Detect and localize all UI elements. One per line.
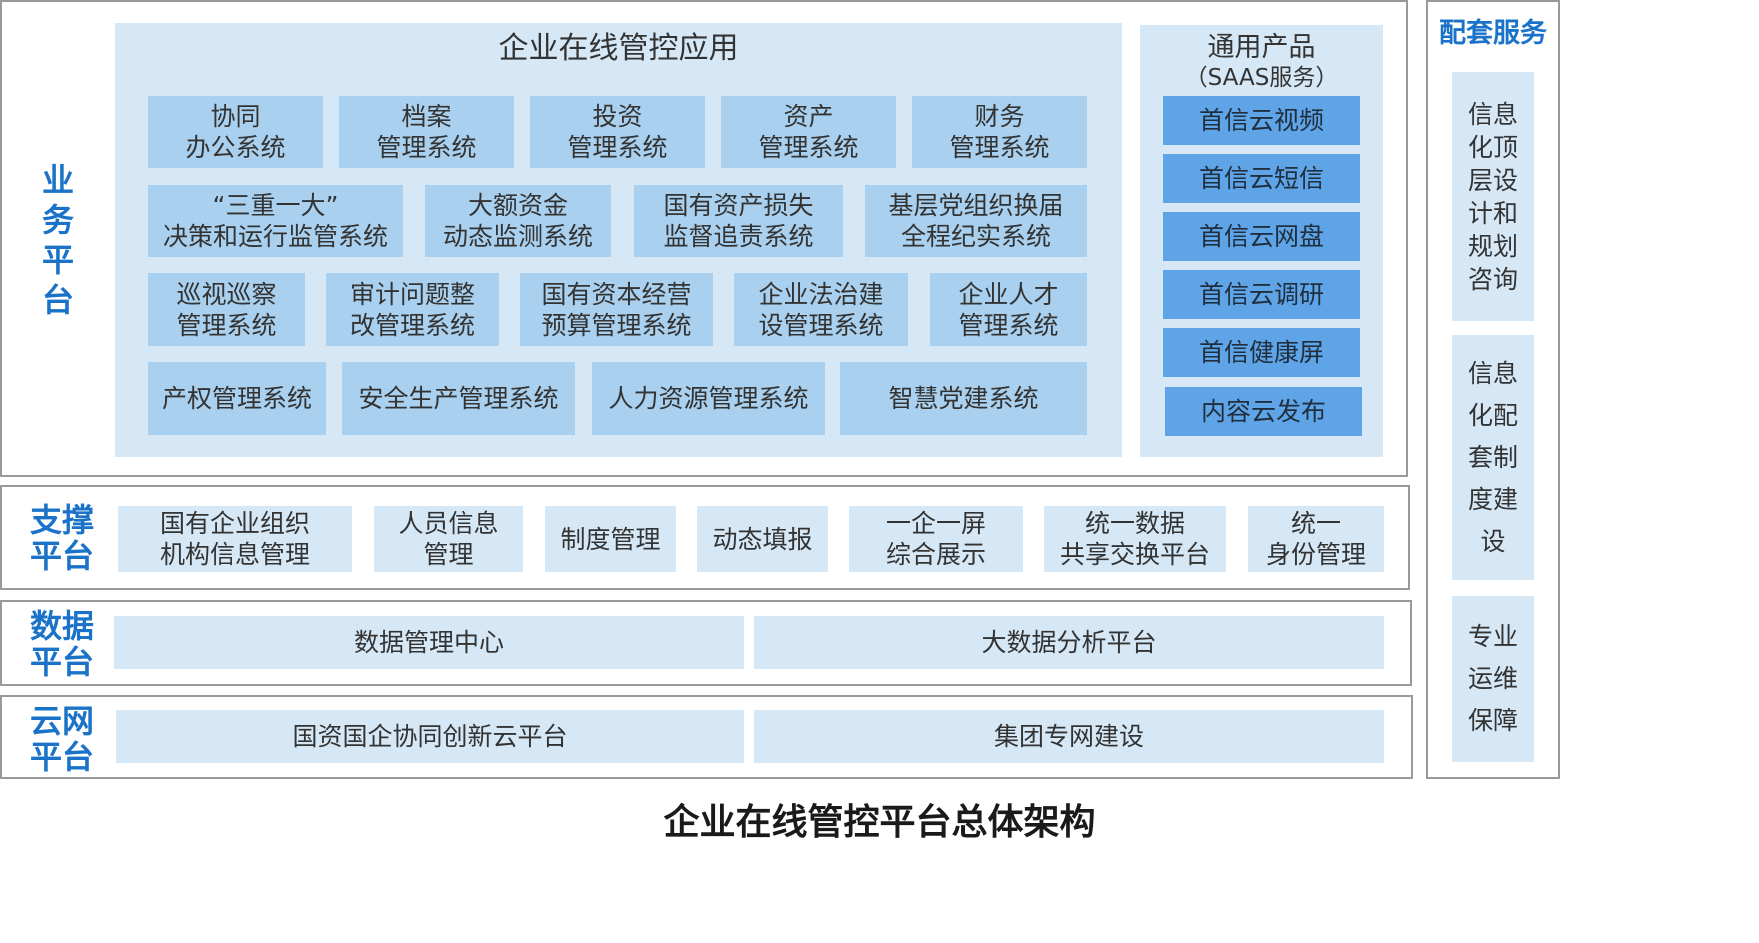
- general-products-subtitle: （SAAS服务）: [1184, 65, 1339, 91]
- app-box-r1-1: 协同 办公系统: [148, 96, 323, 168]
- app-box-r3-4: 企业法治建 设管理系统: [734, 273, 908, 346]
- general-product-1: 首信云视频: [1163, 96, 1360, 145]
- support-item-6: 统一数据 共享交换平台: [1044, 506, 1226, 572]
- app-box-r3-5: 企业人才 管理系统: [930, 273, 1087, 346]
- app-box-r4-4: 智慧党建系统: [840, 362, 1087, 435]
- service-item-3: 专业 运维 保障: [1452, 596, 1534, 762]
- support-platform-frame: 支撑 平台 国有企业组织 机构信息管理 人员信息 管理 制度管理 动态填报 一企…: [0, 485, 1410, 590]
- cloud-item-2: 集团专网建设: [754, 710, 1384, 763]
- app-box-r2-4: 基层党组织换届 全程纪实系统: [865, 185, 1087, 257]
- enterprise-apps-title: 企业在线管控应用: [498, 31, 739, 66]
- support-item-5: 一企一屏 综合展示: [849, 506, 1023, 572]
- app-box-r4-2: 安全生产管理系统: [342, 362, 575, 435]
- service-item-2: 信息 化配 套制 度建 设: [1452, 335, 1534, 580]
- app-box-r1-3: 投资 管理系统: [530, 96, 705, 168]
- app-box-r2-2: 大额资金 动态监测系统: [425, 185, 611, 257]
- data-platform-frame: 数据 平台 数据管理中心 大数据分析平台: [0, 600, 1412, 686]
- support-item-2: 人员信息 管理: [374, 506, 523, 572]
- general-product-4: 首信云调研: [1163, 270, 1360, 319]
- support-item-3: 制度管理: [545, 506, 676, 572]
- support-item-7: 统一 身份管理: [1248, 506, 1384, 572]
- business-platform-frame: 业 务 平 台 企业在线管控应用 协同 办公系统 档案 管理系统 投资 管理系统…: [0, 0, 1408, 477]
- service-item-1: 信息 化顶 层设 计和 规划 咨询: [1452, 72, 1534, 321]
- general-product-5: 首信健康屏: [1163, 328, 1360, 377]
- app-box-r4-3: 人力资源管理系统: [592, 362, 825, 435]
- general-product-3: 首信云网盘: [1163, 212, 1360, 261]
- cloud-platform-label: 云网 平台: [29, 702, 94, 776]
- support-item-1: 国有企业组织 机构信息管理: [118, 506, 352, 572]
- diagram-caption: 企业在线管控平台总体架构: [663, 802, 1096, 843]
- cloud-item-1: 国资国企协同创新云平台: [116, 710, 744, 763]
- app-box-r1-5: 财务 管理系统: [912, 96, 1087, 168]
- app-box-r2-1: “三重一大” 决策和运行监管系统: [148, 185, 403, 257]
- data-item-1: 数据管理中心: [114, 616, 744, 669]
- app-box-r1-2: 档案 管理系统: [339, 96, 514, 168]
- support-platform-label: 支撑 平台: [29, 501, 94, 575]
- app-box-r2-3: 国有资产损失 监督追责系统: [634, 185, 843, 257]
- data-item-2: 大数据分析平台: [754, 616, 1384, 669]
- services-frame: 配套服务 信息 化顶 层设 计和 规划 咨询 信息 化配 套制 度建 设 专业 …: [1426, 0, 1560, 779]
- business-platform-label: 业 务 平 台: [41, 161, 74, 319]
- app-box-r3-3: 国有资本经营 预算管理系统: [520, 273, 713, 346]
- general-product-2: 首信云短信: [1163, 154, 1360, 203]
- services-title: 配套服务: [1439, 18, 1547, 49]
- general-products-title: 通用产品: [1207, 32, 1316, 63]
- support-item-4: 动态填报: [697, 506, 828, 572]
- cloud-platform-frame: 云网 平台 国资国企协同创新云平台 集团专网建设: [0, 695, 1413, 779]
- general-product-6: 内容云发布: [1165, 387, 1362, 436]
- app-box-r3-2: 审计问题整 改管理系统: [326, 273, 499, 346]
- data-platform-label: 数据 平台: [29, 607, 94, 681]
- app-box-r4-1: 产权管理系统: [148, 362, 326, 435]
- app-box-r3-1: 巡视巡察 管理系统: [148, 273, 305, 346]
- app-box-r1-4: 资产 管理系统: [721, 96, 896, 168]
